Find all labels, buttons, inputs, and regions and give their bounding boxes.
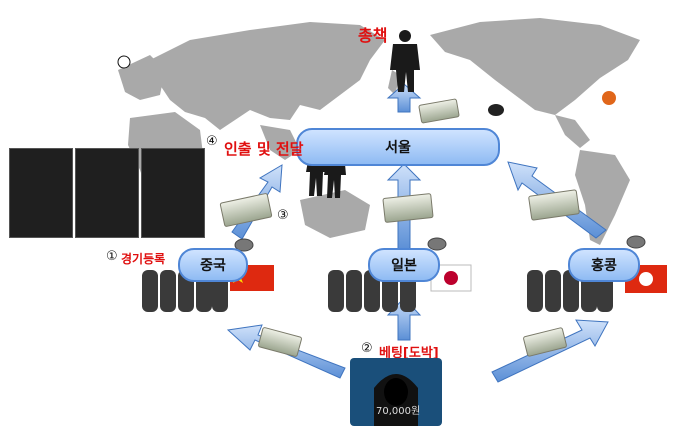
hongkong-flag-flower: [639, 272, 653, 286]
map-north-america: [430, 18, 640, 115]
map-eurasia: [150, 22, 385, 130]
baseball-glove-icon: [488, 104, 504, 116]
satellite-dish-icon: [626, 235, 646, 249]
betting-label: 베팅[도박]: [379, 346, 439, 361]
hooded-figure-icon: [374, 374, 418, 426]
map-australia: [300, 190, 370, 238]
betting-app-screenshot: [9, 148, 73, 238]
bettor-amount: 70,000원: [376, 406, 421, 417]
map-europe: [118, 55, 165, 100]
step-1-marker: ①: [106, 249, 118, 264]
cash-stack: [219, 193, 273, 227]
cash-stack: [382, 193, 434, 223]
step-3-marker: ③: [277, 208, 289, 223]
node-japan: 일본: [368, 248, 440, 282]
satellite-dish-icon: [234, 238, 254, 252]
boss-label: 총책: [358, 26, 388, 45]
basketball-icon: [602, 91, 616, 105]
satellite-dish-icon: [427, 237, 447, 251]
cash-stack: [258, 327, 302, 357]
node-hongkong: 홍콩: [568, 248, 640, 282]
cash-stack: [528, 189, 580, 221]
cash-stacks: [219, 98, 580, 357]
node-china: 중국: [178, 248, 248, 282]
withdraw-label: 인출 및 전달: [224, 140, 304, 158]
betting-app-screenshot: [141, 148, 205, 238]
cash-stack: [523, 327, 567, 357]
register-label: 경기등록: [121, 252, 166, 266]
map-central-america: [555, 115, 590, 148]
betting-app-screenshot: [75, 148, 139, 238]
step-4-marker: ④: [206, 134, 218, 149]
cash-stack: [418, 98, 460, 124]
node-seoul: 서울: [296, 128, 500, 166]
japan-flag-sun: [444, 271, 458, 285]
bettor-figure: 70,000원: [350, 358, 442, 426]
map-indochina: [260, 125, 300, 160]
satellite-dishes: [234, 235, 646, 252]
boss-figure: [390, 30, 420, 92]
step-2-marker: ②: [361, 341, 373, 356]
soccer-ball-icon: [117, 55, 131, 69]
